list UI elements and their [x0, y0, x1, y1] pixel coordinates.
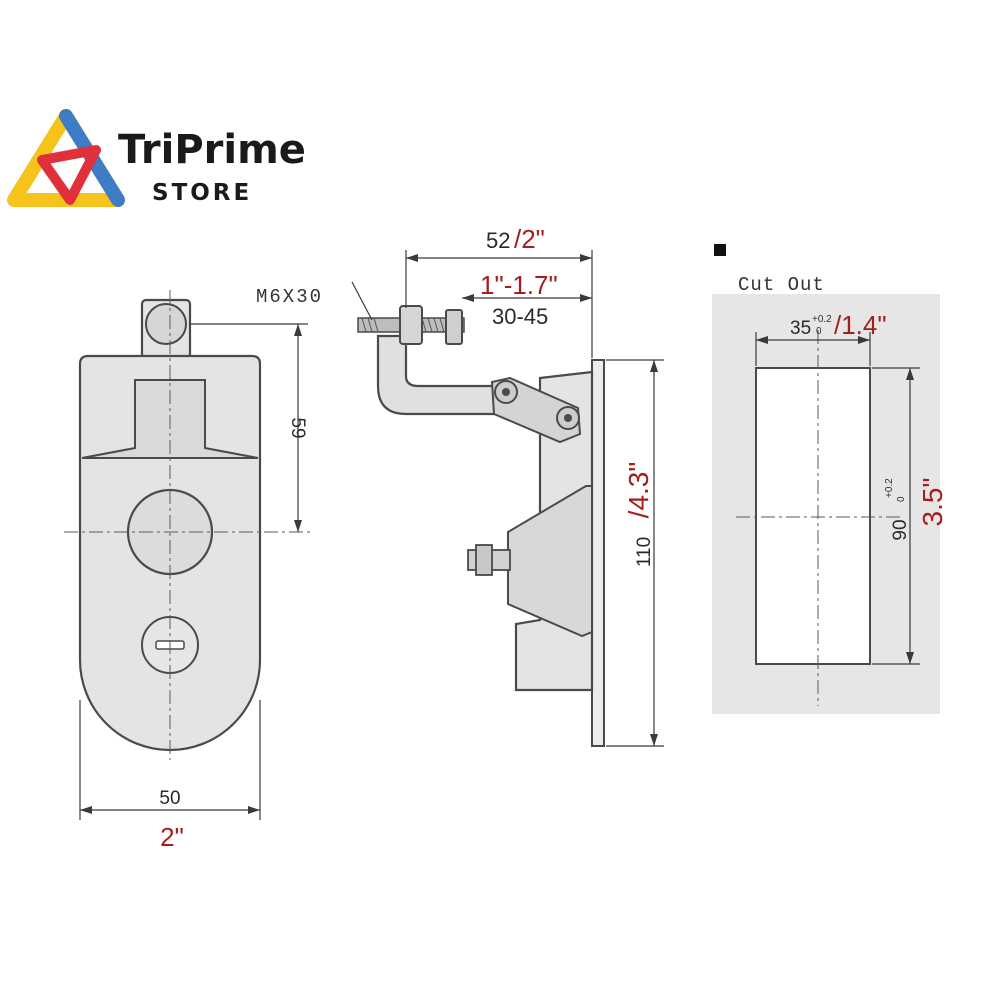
dim-90-inch-label: 3.5" — [917, 478, 948, 527]
dim-59-arrow-top — [294, 324, 302, 336]
dim-90-arrow-bottom — [906, 652, 914, 664]
side-bolt-nut — [445, 309, 463, 345]
side-view: 52 /2" 1"-1.7" 30-45 M6X30 110 /4.3" — [256, 224, 664, 747]
dim-110-label: 110 — [634, 537, 655, 567]
dim-52-label: 52 — [486, 228, 510, 253]
cutout-view: Cut Out 35 +0.2 0 /1.4" 90 +0.2 0 3.5" — [712, 244, 948, 714]
dim-90-label: 90 — [890, 519, 911, 540]
pivot-1-center — [502, 388, 510, 396]
dim-50-arrow-right — [248, 806, 260, 814]
pivot-2-center — [564, 414, 572, 422]
side-mounting-plate — [591, 359, 605, 747]
side-bolt-block — [399, 305, 423, 345]
dim-59-label: 59 — [287, 417, 308, 438]
dim-35-inch-label: /1.4" — [834, 310, 887, 340]
brand-name: TriPrime — [118, 127, 306, 173]
dim-2in-label: 2" — [160, 822, 184, 852]
triangle-logo-icon — [7, 109, 125, 207]
dim-35-arrow-left — [756, 336, 768, 344]
dim-grip-inch-label: 1"-1.7" — [480, 270, 558, 300]
thread-leader-line — [351, 281, 373, 321]
dim-90-arrow-top — [906, 368, 914, 380]
dim-35-label: 35 — [790, 318, 811, 339]
dim-90-tolerance: +0.2 — [884, 478, 895, 498]
dim-90-tolerance-lower: 0 — [896, 496, 907, 502]
brand-logo: TriPrime STORE — [7, 109, 306, 207]
dim-52-arrow-left — [406, 254, 418, 262]
dim-30-45-arrow-right — [580, 294, 592, 302]
dim-59-arrow-bottom — [294, 520, 302, 532]
front-view: 59 50 2" — [64, 290, 310, 852]
dim-35-tolerance: +0.2 — [812, 314, 832, 325]
dim-52-inch-label: /2" — [514, 224, 545, 254]
dim-50-arrow-left — [80, 806, 92, 814]
dim-110-arrow-top — [650, 360, 658, 372]
front-lug-hole — [145, 303, 187, 345]
dim-35-tolerance-lower: 0 — [816, 326, 822, 337]
dim-50-label: 50 — [159, 788, 180, 809]
cutout-marker-icon — [714, 244, 726, 256]
brand-subtitle: STORE — [152, 180, 252, 206]
side-arm — [376, 334, 502, 416]
dim-35-arrow-right — [858, 336, 870, 344]
cutout-title: Cut Out — [738, 274, 825, 296]
dim-30-45-arrow-left — [462, 294, 474, 302]
cutout-opening — [755, 367, 871, 665]
dim-52-arrow-right — [580, 254, 592, 262]
dim-110-inch-label: /4.3" — [623, 462, 654, 519]
thread-spec-label: M6X30 — [256, 286, 323, 308]
side-stud-nut — [475, 544, 493, 576]
side-wedge — [507, 485, 593, 638]
dim-grip-mm-label: 30-45 — [492, 304, 548, 329]
dim-110-arrow-bottom — [650, 734, 658, 746]
